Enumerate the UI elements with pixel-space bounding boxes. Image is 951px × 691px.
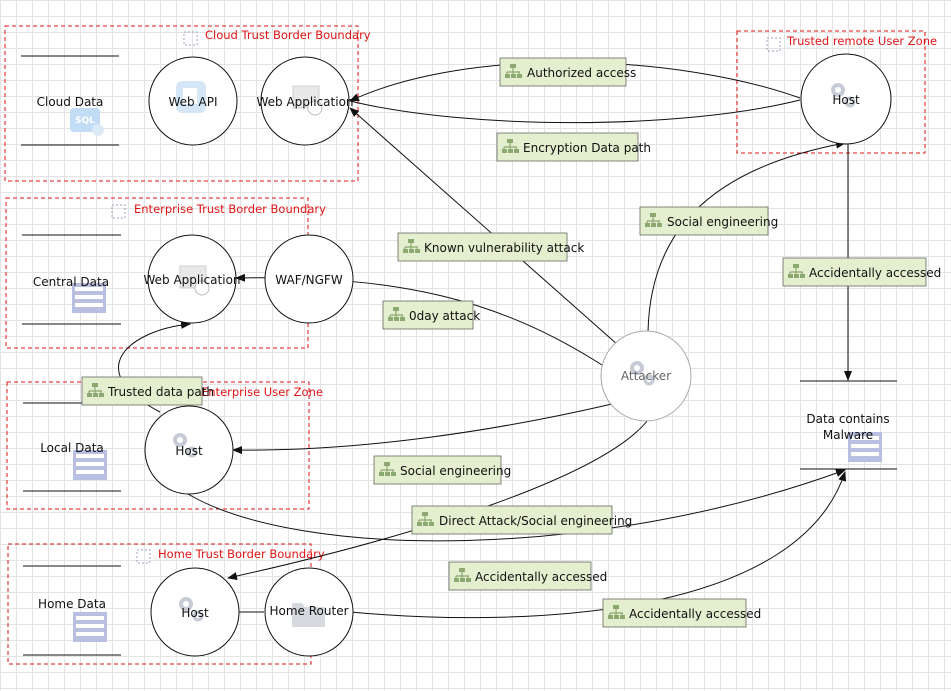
svg-text:SQL: SQL — [75, 116, 95, 126]
home-data-label: Home Data — [38, 597, 106, 611]
attacker-label: Attacker — [621, 369, 671, 383]
remote-zone-label: Trusted remote User Zone — [786, 34, 937, 48]
flow-social-eng-remote[interactable] — [647, 140, 846, 333]
flow-label-social-eng-host[interactable]: Social engineering — [373, 455, 511, 485]
flow-label-text: Encryption Data path — [523, 141, 651, 155]
sql-database-icon: SQL — [70, 108, 104, 136]
malware-data-label-1: Data contains — [806, 412, 889, 426]
flow-label-encryption-path[interactable]: Encryption Data path — [496, 132, 651, 162]
flow-social-eng-host[interactable] — [232, 403, 613, 455]
flow-label-text: Authorized access — [527, 66, 636, 80]
process-remote-host[interactable]: Host — [800, 53, 892, 145]
home-router-label: Home Router — [269, 604, 348, 618]
remote-host-label: Host — [832, 93, 860, 107]
boundary-icon — [136, 549, 151, 564]
home-boundary-label: Home Trust Border Boundary — [158, 547, 325, 561]
folder-icon — [292, 603, 325, 627]
enterprise-boundary-label: Enterprise Trust Border Boundary — [134, 202, 326, 216]
process-enterprise-host[interactable]: Host — [144, 405, 234, 495]
flow-label-trusted-path[interactable]: Trusted data path — [81, 376, 214, 406]
store-home-data[interactable]: Home Data — [23, 565, 121, 656]
store-cloud-data[interactable]: SQL Cloud Data — [21, 55, 119, 146]
web-application-icon — [179, 265, 210, 296]
flow-label-text: Accidentally accessed — [809, 266, 941, 280]
flow-label-text: Accidentally accessed — [629, 607, 761, 621]
home-host-label: Host — [181, 606, 209, 620]
flow-known-vuln[interactable] — [349, 107, 619, 346]
flow-label-zeroday[interactable]: 0day attack — [382, 300, 480, 330]
web-application-icon — [292, 85, 323, 116]
store-malware-data[interactable]: Data contains Malware — [800, 380, 897, 470]
flow-label-text: Trusted data path — [107, 385, 214, 399]
remote-user-zone[interactable]: Trusted remote User Zone — [736, 30, 937, 154]
process-home-router[interactable]: Home Router — [264, 567, 354, 657]
home-trust-boundary[interactable]: Home Trust Border Boundary — [7, 543, 325, 665]
api-icon — [176, 81, 206, 113]
process-web-api[interactable]: Web API — [148, 56, 238, 146]
process-home-host[interactable]: Host — [150, 567, 240, 657]
boundary-icon — [766, 37, 781, 52]
cloud-web-app-label: Web Application — [256, 95, 353, 109]
process-cloud-web-app[interactable]: Web Application — [256, 56, 354, 146]
malware-data-label-2: Malware — [823, 428, 873, 442]
cloud-trust-boundary[interactable]: Cloud Trust Border Boundary — [4, 25, 371, 182]
flow-label-text: Direct Attack/Social engineering — [439, 514, 632, 528]
external-attacker[interactable]: Attacker — [600, 330, 692, 422]
store-local-data[interactable]: Local Data — [23, 402, 121, 492]
flow-encryption-path[interactable] — [349, 99, 801, 124]
process-enterprise-web-app[interactable]: Web Application — [143, 234, 241, 324]
cloud-boundary-label: Cloud Trust Border Boundary — [205, 28, 371, 42]
flow-label-accidental-enterprise[interactable]: Accidentally accessed — [448, 561, 607, 591]
flow-label-text: Accidentally accessed — [475, 570, 607, 584]
flow-accidental-enterprise[interactable] — [187, 469, 846, 542]
boundary-icon — [183, 31, 198, 46]
enterprise-web-app-label: Web Application — [143, 273, 240, 287]
flow-label-direct-attack[interactable]: Direct Attack/Social engineering — [411, 505, 632, 535]
flow-label-text: 0day attack — [409, 309, 480, 323]
waf-label: WAF/NGFW — [275, 273, 343, 287]
flow-label-known-vuln[interactable]: Known vulnerability attack — [397, 232, 584, 262]
flow-label-authorized-access[interactable]: Authorized access — [499, 57, 636, 87]
store-central-data[interactable]: Central Data — [22, 234, 121, 325]
flow-label-text: Social engineering — [400, 464, 511, 478]
flow-label-accidental-home[interactable]: Accidentally accessed — [602, 598, 761, 628]
enterprise-host-label: Host — [175, 444, 203, 458]
central-data-label: Central Data — [33, 275, 109, 289]
data-store-icon — [73, 612, 107, 642]
local-data-label: Local Data — [40, 441, 104, 455]
flow-label-text: Known vulnerability attack — [424, 241, 584, 255]
web-api-label: Web API — [169, 95, 218, 109]
process-waf[interactable]: WAF/NGFW — [264, 234, 354, 324]
enterprise-user-zone-label: Enterprise User Zone — [201, 385, 323, 399]
flow-label-accidental-remote[interactable]: Accidentally accessed — [782, 257, 941, 287]
flow-label-social-eng-remote[interactable]: Social engineering — [639, 206, 778, 236]
flow-label-text: Social engineering — [667, 215, 778, 229]
boundary-icon — [111, 204, 126, 219]
enterprise-trust-boundary[interactable]: Enterprise Trust Border Boundary — [5, 197, 326, 349]
cloud-data-label: Cloud Data — [37, 95, 104, 109]
